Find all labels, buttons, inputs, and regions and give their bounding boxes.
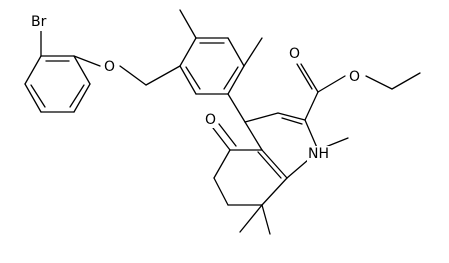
bromophenyl-ring: [24, 29, 101, 113]
methyl-bond: [243, 37, 263, 67]
double-bond: [281, 117, 303, 125]
bond: [304, 119, 319, 151]
double-bond: [257, 151, 282, 179]
ether-oxygen-label: O: [104, 59, 115, 75]
methyl-bond: [261, 204, 271, 235]
bond: [277, 112, 306, 121]
bond: [300, 63, 319, 93]
dimethylphenyl-ring: [179, 9, 263, 123]
label-bg: [30, 14, 54, 31]
nh-label: NH: [308, 146, 329, 162]
ketone-oxygen-label: O: [205, 112, 216, 128]
bond: [227, 37, 245, 67]
bond: [244, 112, 279, 123]
bond: [73, 55, 101, 67]
bond: [317, 75, 346, 93]
atom-labels: Br O O O O NH: [30, 14, 362, 162]
bond: [73, 83, 91, 113]
double-bond: [30, 84, 46, 108]
ester-oxygen-label: O: [349, 69, 360, 85]
bond: [179, 65, 197, 95]
bond: [119, 65, 147, 86]
bond: [24, 83, 42, 113]
quinoline-core: [212, 112, 349, 235]
bond: [391, 72, 421, 90]
bond: [145, 65, 181, 86]
bond: [73, 55, 91, 85]
bond: [227, 65, 245, 95]
bond: [244, 121, 263, 151]
double-bond: [223, 66, 239, 90]
bond: [304, 91, 319, 121]
ethyl-ester: [296, 63, 421, 121]
bond: [24, 55, 42, 85]
bond: [213, 177, 229, 206]
bond: [365, 75, 393, 90]
bond: [261, 177, 288, 206]
ester-carbonyl-oxygen-label: O: [289, 46, 300, 62]
carbonyl-bond: [218, 123, 237, 147]
methyl-bond: [239, 204, 263, 233]
double-bond: [69, 84, 85, 108]
bond: [286, 159, 309, 179]
label-bg: [204, 112, 218, 128]
bond: [227, 93, 246, 123]
double-bond: [185, 66, 201, 90]
bond: [261, 149, 288, 179]
ether-linker: [119, 65, 181, 86]
carbonyl-bond: [296, 63, 313, 90]
methyl-bond: [179, 9, 197, 39]
label-bg: [307, 146, 333, 162]
carbonyl-bond: [212, 127, 231, 151]
label-bg: [103, 59, 117, 75]
bromine-label: Br: [31, 14, 47, 30]
label-bg: [348, 68, 362, 84]
label-bg: [288, 45, 302, 61]
bond: [179, 37, 197, 67]
bond: [213, 149, 231, 179]
